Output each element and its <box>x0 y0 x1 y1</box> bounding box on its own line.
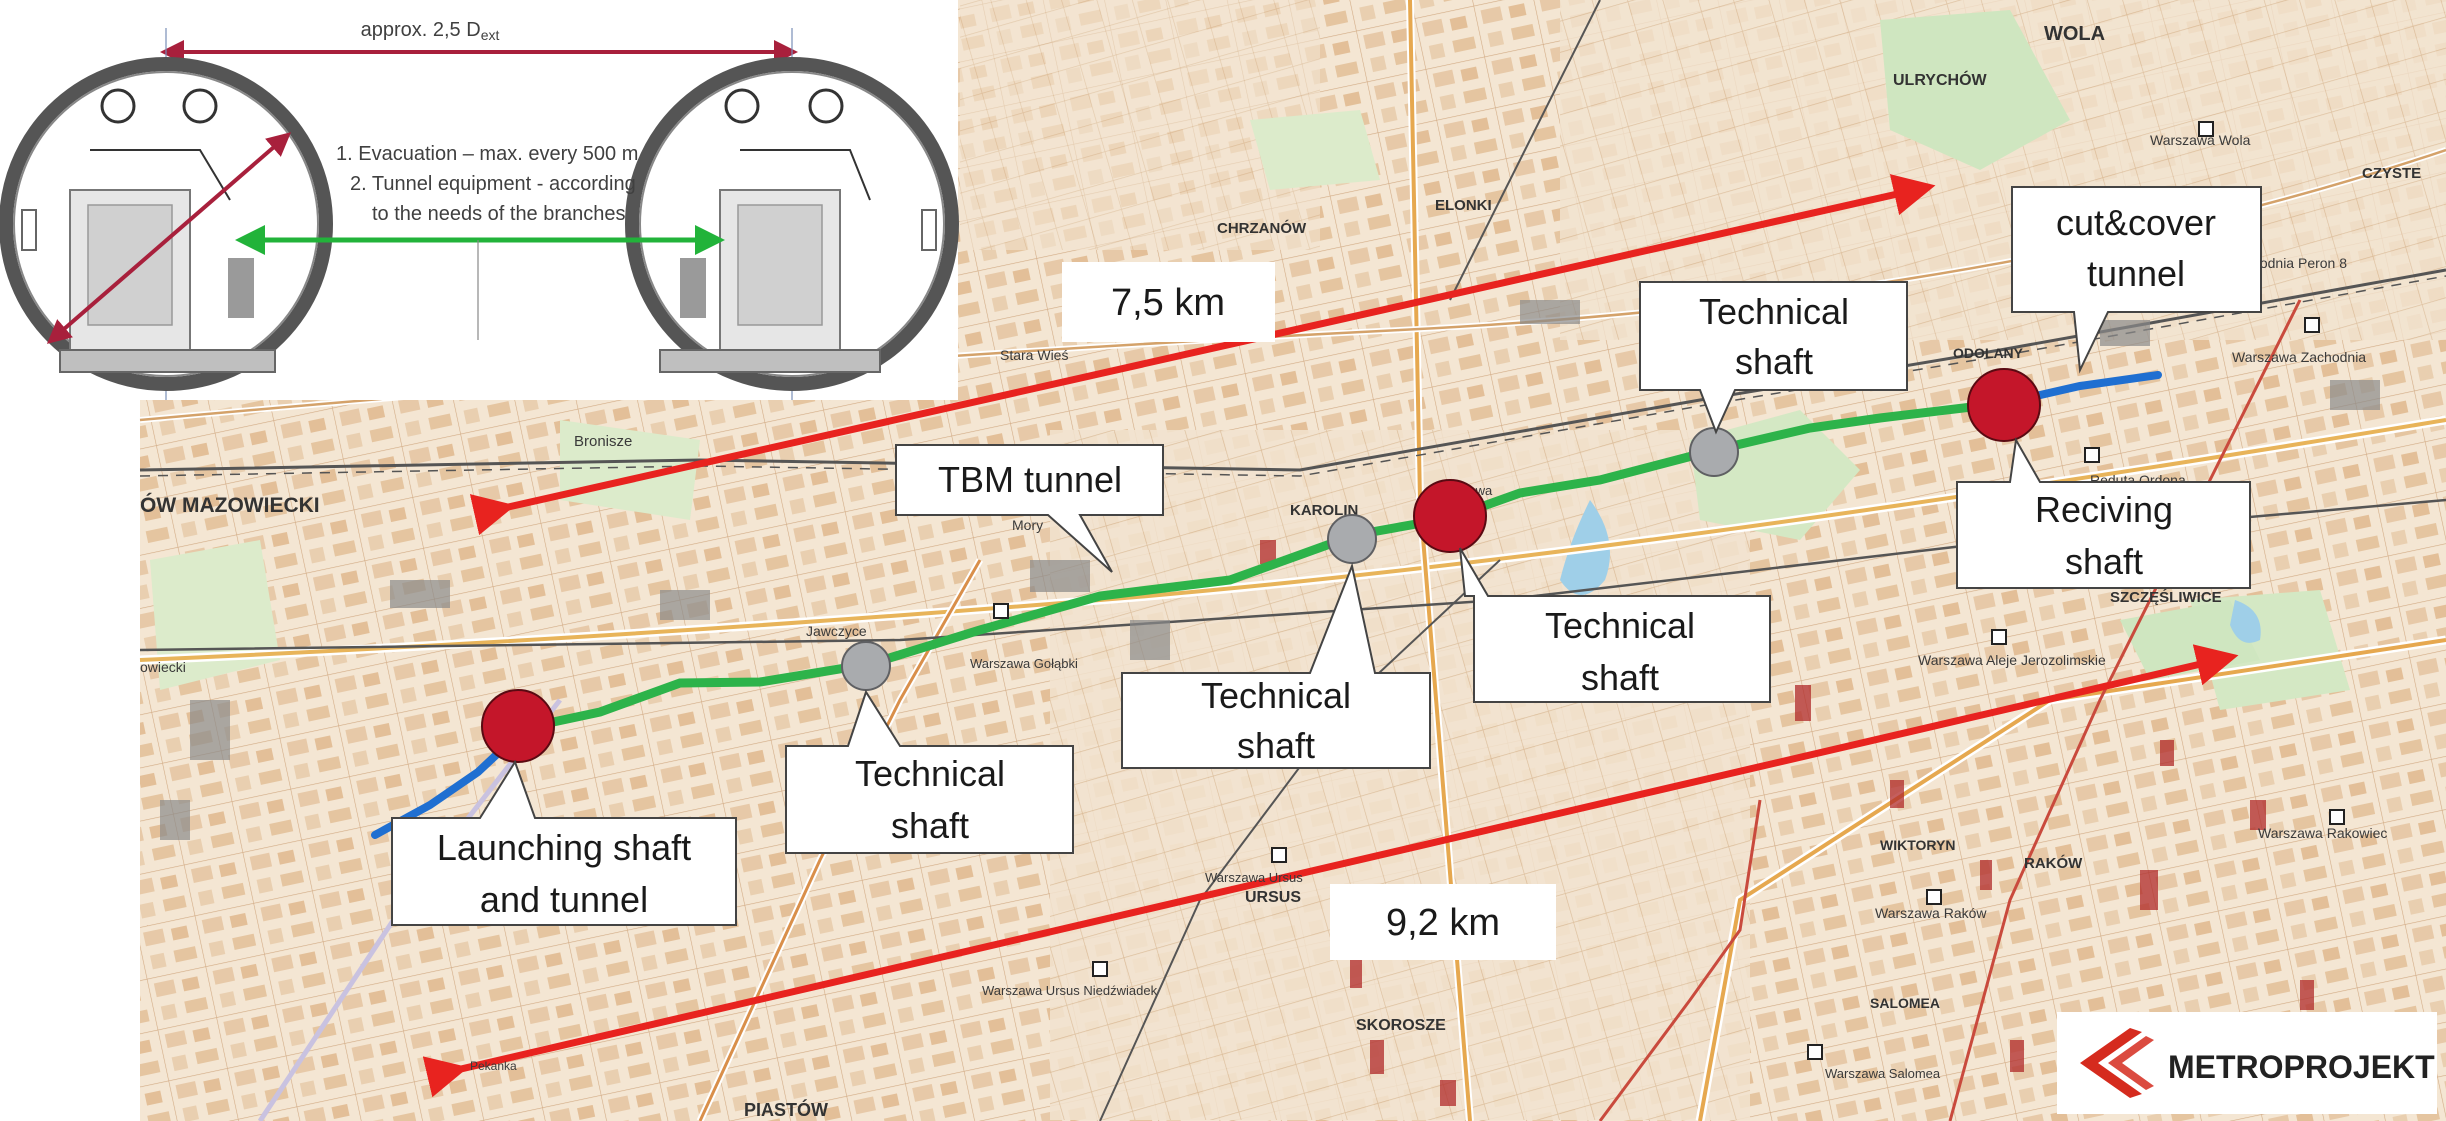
place-label: ÓW MAZOWIECKI <box>140 493 320 517</box>
place-label: RAKÓW <box>2024 854 2083 872</box>
train-station-icon <box>2198 121 2214 137</box>
launching-shaft-marker <box>481 689 555 763</box>
callout-technical-shaft-ne: Technical shaft <box>1639 281 1908 435</box>
train-station-icon <box>993 603 1009 619</box>
place-label: Stara Wieś <box>1000 347 1068 363</box>
receiving-shaft-marker <box>1967 368 2041 442</box>
callout-label: TBM tunnel <box>938 459 1122 500</box>
callout-label: shaft <box>1735 341 1813 382</box>
diagram-note: 1. Evacuation – max. every 500 m <box>336 143 638 165</box>
place-label: ODOLANY <box>1953 345 2024 361</box>
callout-technical-shaft-west: Technical shaft <box>785 689 1074 854</box>
train-station-icon <box>1807 1044 1823 1060</box>
diagram-note: 2. Tunnel equipment - according <box>350 173 636 195</box>
metroprojekt-logo: METROPROJEKT <box>2057 1012 2437 1114</box>
distance-label: 7,5 km <box>1111 282 1225 324</box>
south-distance-arrow <box>422 644 2239 1098</box>
place-label: Jawczyce <box>806 623 867 639</box>
dimension-label: approx. 2,5 Dext <box>361 19 500 43</box>
place-label: Warszawa Ursus <box>1205 870 1303 885</box>
callouts: cut&cover tunnel Technical shaft Recivin… <box>391 186 2262 960</box>
place-label: ULRYCHÓW <box>1893 70 1988 89</box>
train-station-icon <box>1991 629 2007 645</box>
tunnel-section-right <box>625 57 959 391</box>
technical-shaft-marker-west <box>841 641 891 691</box>
tunnel-cross-section-diagram: approx. 2,5 Dext <box>0 0 959 400</box>
diagram-note: to the needs of the branches <box>372 203 626 225</box>
place-label: CHRZANÓW <box>1217 219 1307 237</box>
place-label: SALOMEA <box>1870 995 1940 1011</box>
train-station-icon <box>2084 447 2100 463</box>
place-label: KAROLIN <box>1290 502 1358 519</box>
place-label: Warszawa Zachodnia <box>2232 349 2366 365</box>
callout-label: shaft <box>2065 541 2143 582</box>
distance-arrows <box>422 174 2239 1098</box>
place-label: Warszawa Salomea <box>1825 1066 1941 1081</box>
north-distance-arrow <box>469 174 1936 536</box>
callout-label: Technical <box>1545 605 1695 646</box>
train-station-icon <box>2329 809 2345 825</box>
callout-label: Reciving <box>2035 489 2173 530</box>
place-label: PIASTÓW <box>744 1099 828 1120</box>
place-label: Warszawa Gołąbki <box>970 656 1078 671</box>
callout-label: shaft <box>1237 725 1315 766</box>
place-label: owiecki <box>140 659 186 675</box>
technical-shaft-marker-ne <box>1689 427 1739 477</box>
metroprojekt-logo-icon <box>2080 1028 2142 1098</box>
train-station-icon <box>1926 889 1942 905</box>
place-label: WIKTORYN <box>1880 837 1955 853</box>
place-label: Warszawa Aleje Jerozolimskie <box>1918 652 2106 668</box>
place-label: Warszawa Wola <box>2150 132 2251 148</box>
place-label: URSUS <box>1245 889 1301 906</box>
station-icons <box>993 121 2345 1060</box>
train-station-icon <box>2304 317 2320 333</box>
callout-label: Technical <box>1201 675 1351 716</box>
distance-label-south: 9,2 km <box>1330 884 1556 960</box>
technical-shaft-marker-center <box>1413 479 1487 553</box>
callout-technical-shaft-mid: Technical shaft <box>1121 562 1431 769</box>
place-label: Pekanka <box>470 1059 517 1073</box>
place-label: CZYSTE <box>2362 165 2421 182</box>
callout-label: cut&cover <box>2056 202 2216 243</box>
callout-receiving-shaft: Reciving shaft <box>1956 436 2251 589</box>
place-label: Warszawa Ursus Niedźwiadek <box>982 983 1158 998</box>
callout-label: Launching shaft <box>437 827 691 868</box>
shafts <box>481 368 2041 763</box>
place-label: Warszawa Raków <box>1875 905 1987 921</box>
logo-wordmark: METROPROJEKT <box>2168 1049 2435 1085</box>
callout-label: and tunnel <box>480 879 648 920</box>
place-label: Warszawa Rakowiec <box>2258 825 2387 841</box>
tunnel-section-left <box>0 57 333 391</box>
callout-cut-cover: cut&cover tunnel <box>2011 186 2262 374</box>
callout-label: tunnel <box>2087 253 2185 294</box>
callout-technical-shaft-center: Technical shaft <box>1459 547 1771 703</box>
callout-label: shaft <box>1581 657 1659 698</box>
callout-label: Technical <box>855 753 1005 794</box>
place-label: SKOROSZE <box>1356 1017 1446 1034</box>
callout-label: shaft <box>891 805 969 846</box>
place-label: Mory <box>1012 517 1043 533</box>
train-station-icon <box>1092 961 1108 977</box>
train-station-icon <box>1271 847 1287 863</box>
distance-label-north: 7,5 km <box>1062 262 1275 342</box>
place-label: Bronisze <box>574 433 632 450</box>
place-label: WOLA <box>2044 23 2105 45</box>
tunnel-diameter-arrow <box>46 132 292 344</box>
callout-label: Technical <box>1699 291 1849 332</box>
place-label: SZCZĘŚLIWICE <box>2110 588 2222 606</box>
place-label: ELONKI <box>1435 197 1492 214</box>
technical-shaft-marker-mid <box>1327 514 1377 564</box>
callout-launching-shaft: Launching shaft and tunnel <box>391 759 737 926</box>
distance-label: 9,2 km <box>1386 902 1500 944</box>
callout-tbm-tunnel: TBM tunnel <box>895 444 1164 573</box>
